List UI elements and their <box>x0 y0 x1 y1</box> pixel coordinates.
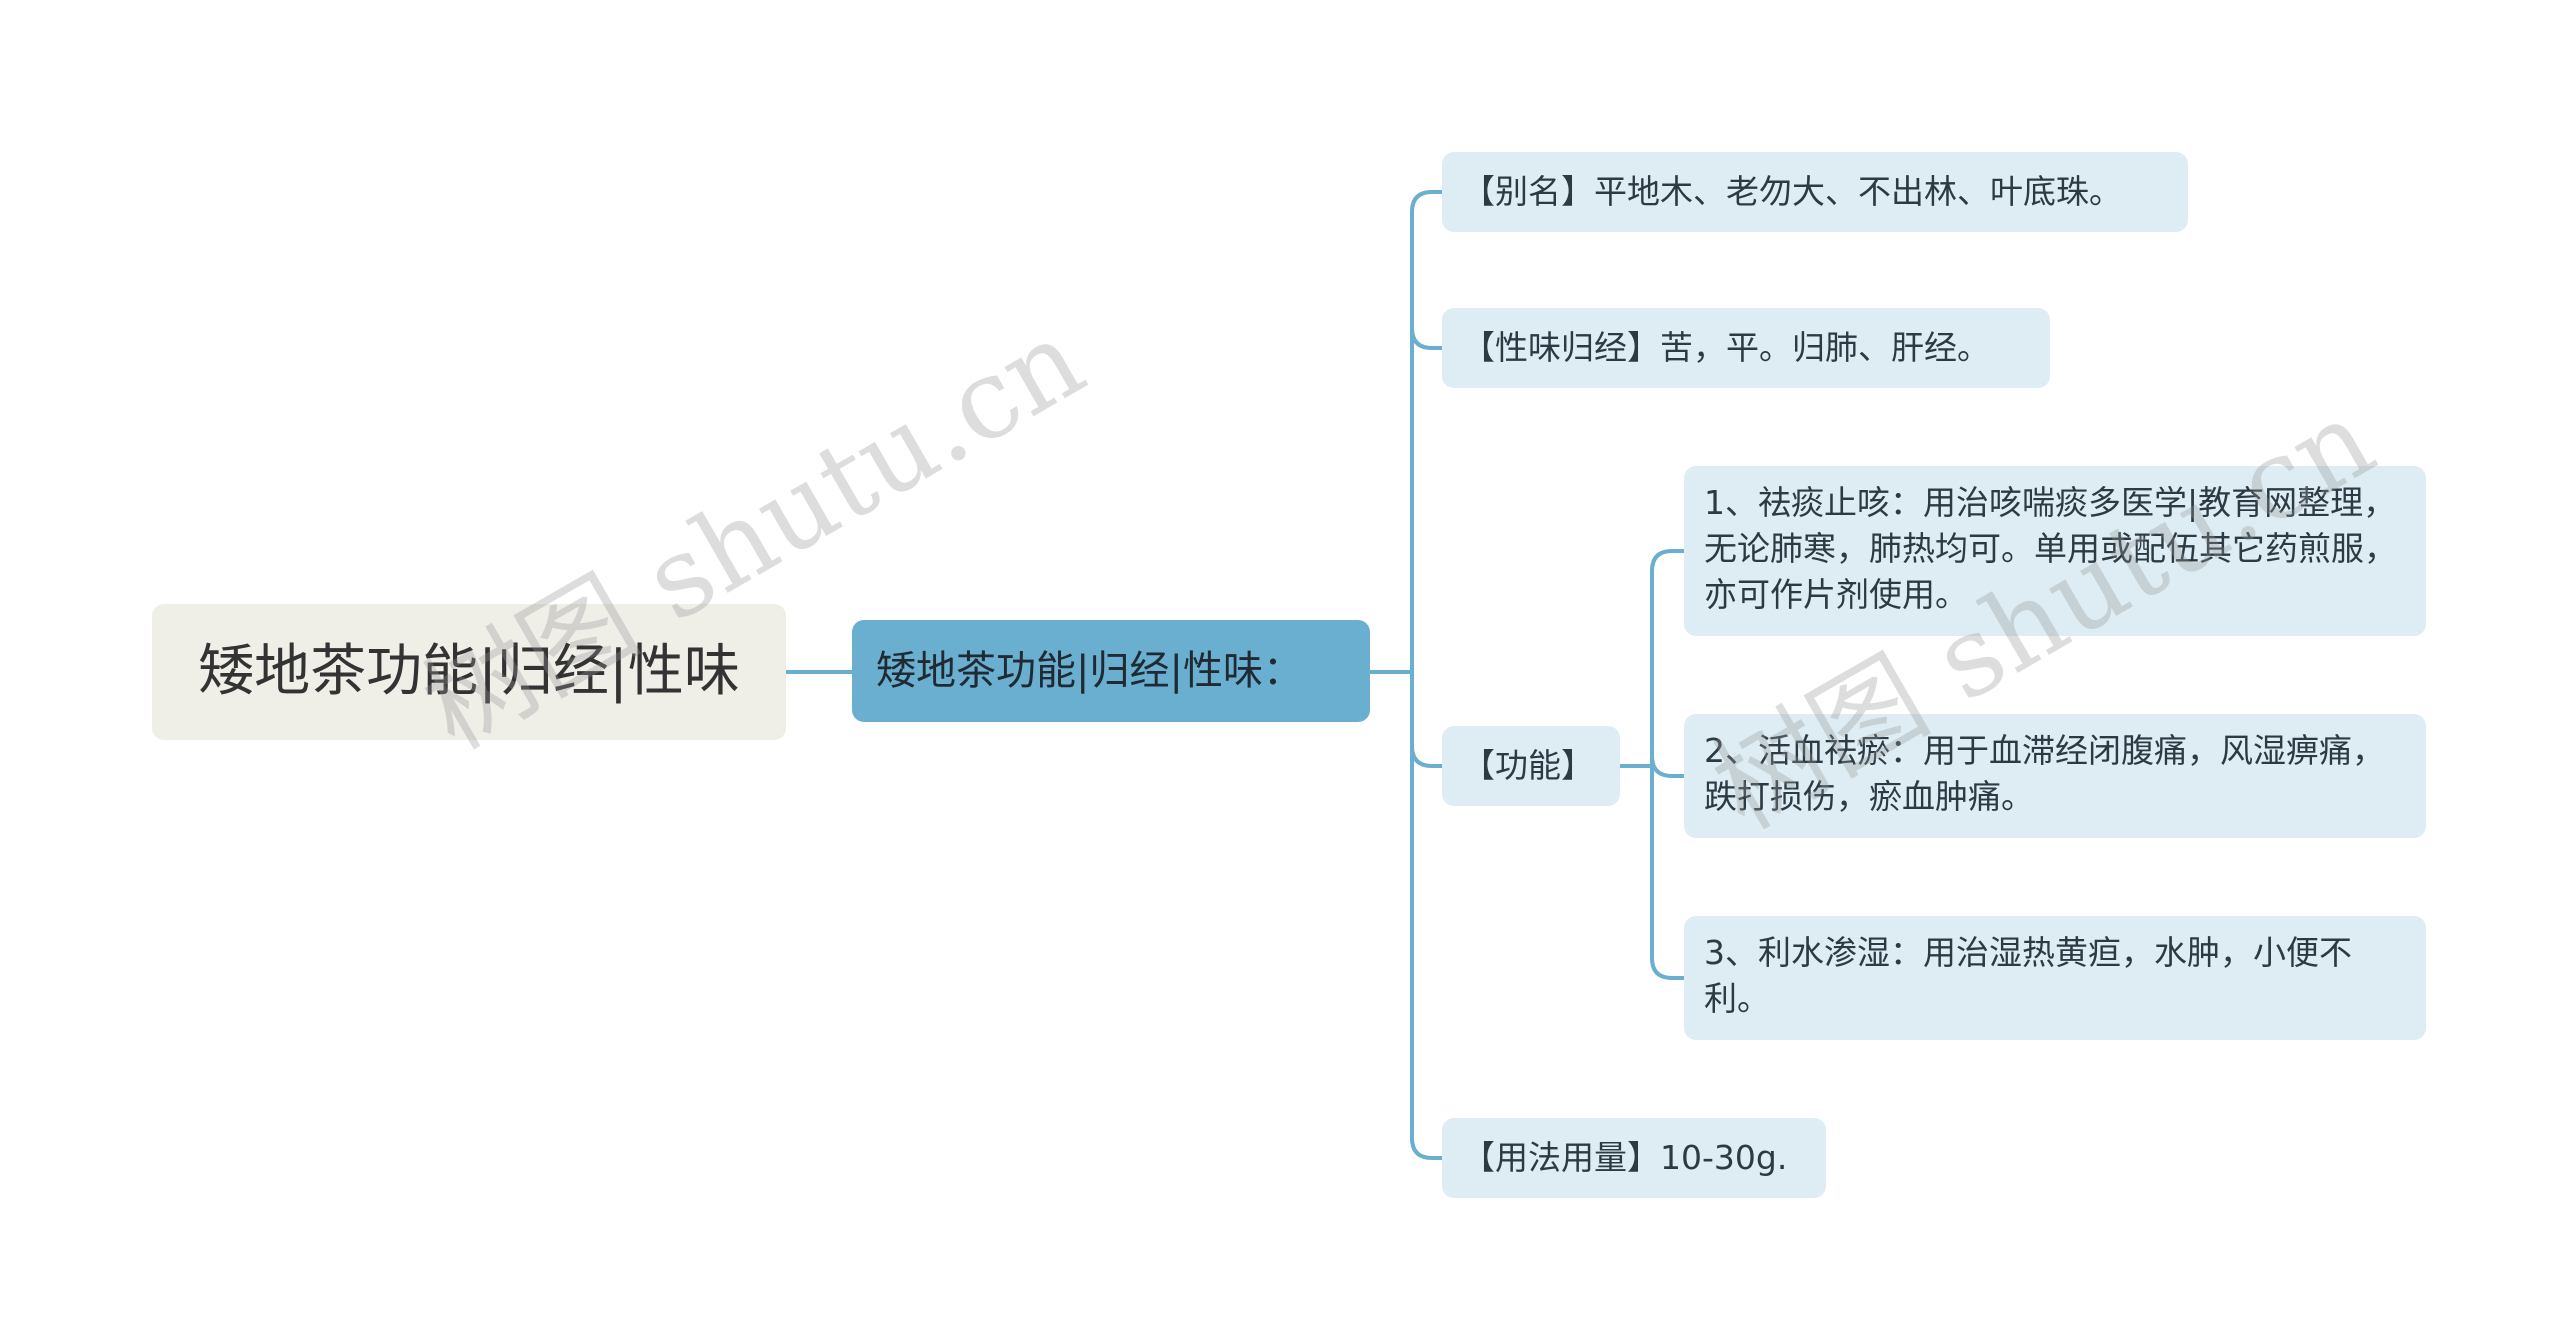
main-topic[interactable]: 矮地茶功能|归经|性味： <box>852 620 1370 722</box>
root-topic-label: 矮地茶功能|归经|性味 <box>198 639 740 704</box>
connector-branch <box>1410 1136 1444 1160</box>
subtopic-blood-circulation-label: 2、活血祛瘀：用于血滞经闭腹痛，风湿痹痛，跌打损伤，瘀血肿痛。 <box>1704 731 2385 816</box>
topic-nature-meridian[interactable]: 【性味归经】苦，平。归肺、肝经。 <box>1442 308 2050 388</box>
connector-branch <box>1410 744 1444 768</box>
topic-alias-label: 【别名】平地木、老勿大、不出林、叶底珠。 <box>1462 172 2122 212</box>
subtopic-expel-phlegm-label: 1、祛痰止咳：用治咳喘痰多医学|教育网整理，无论肺寒，肺热均可。单用或配伍其它药… <box>1704 483 2397 614</box>
topic-function-label: 【功能】 <box>1462 746 1594 786</box>
subtopic-diuresis-label: 3、利水渗湿：用治湿热黄疸，水肿，小便不利。 <box>1704 933 2352 1018</box>
topic-function[interactable]: 【功能】 <box>1442 726 1620 806</box>
connector-branch <box>1410 190 1444 214</box>
topic-nature-meridian-label: 【性味归经】苦，平。归肺、肝经。 <box>1462 328 1990 368</box>
root-topic[interactable]: 矮地茶功能|归经|性味 <box>152 604 786 740</box>
topic-dosage-label: 【用法用量】10-30g. <box>1462 1138 1788 1178</box>
connector-branch <box>1410 326 1444 350</box>
topic-dosage[interactable]: 【用法用量】10-30g. <box>1442 1118 1826 1198</box>
main-topic-label: 矮地茶功能|归经|性味： <box>876 648 1303 694</box>
connector-sub-branch <box>1650 754 1686 778</box>
connector-sub-branch <box>1650 956 1686 980</box>
topic-alias[interactable]: 【别名】平地木、老勿大、不出林、叶底珠。 <box>1442 152 2188 232</box>
subtopic-blood-circulation[interactable]: 2、活血祛瘀：用于血滞经闭腹痛，风湿痹痛，跌打损伤，瘀血肿痛。 <box>1684 714 2426 838</box>
subtopic-expel-phlegm[interactable]: 1、祛痰止咳：用治咳喘痰多医学|教育网整理，无论肺寒，肺热均可。单用或配伍其它药… <box>1684 466 2426 636</box>
subtopic-diuresis[interactable]: 3、利水渗湿：用治湿热黄疸，水肿，小便不利。 <box>1684 916 2426 1040</box>
connector-sub-branch <box>1650 549 1686 573</box>
